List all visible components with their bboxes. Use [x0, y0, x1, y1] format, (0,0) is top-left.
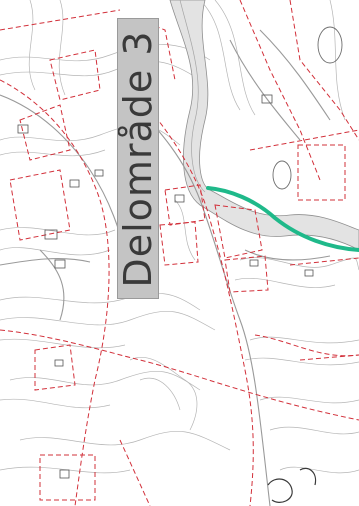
area-label-text: Delområde 3 [117, 29, 159, 288]
sports-fields [272, 26, 343, 190]
river-valley [169, 0, 359, 251]
highlight-route[interactable] [206, 186, 359, 252]
buildings [17, 94, 314, 479]
area-label-box: Delområde 3 [117, 18, 159, 299]
contour-lines [0, 0, 359, 474]
rocky-terrain [267, 467, 317, 503]
